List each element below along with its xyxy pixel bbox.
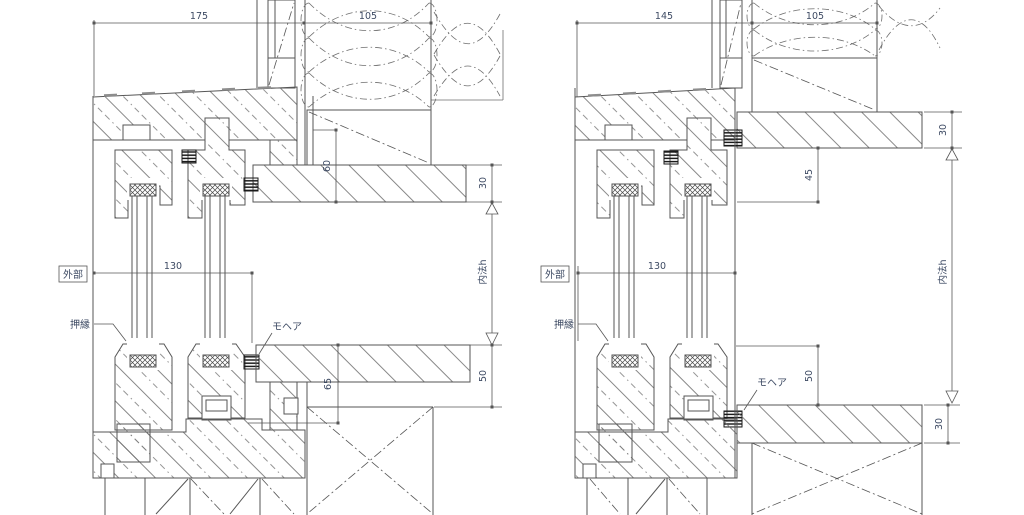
right-detail xyxy=(540,0,962,515)
sill-board-left xyxy=(255,344,471,383)
dim-sill-right: 50 xyxy=(804,370,815,382)
labels-left xyxy=(58,265,273,355)
dim-head-right: 45 xyxy=(804,169,815,181)
exterior-box-right xyxy=(540,265,570,283)
dim-wall-right: 105 xyxy=(806,11,824,22)
mohair-leader-right xyxy=(743,389,758,411)
bead-label-left: 押縁 xyxy=(70,318,90,331)
sill-base-right xyxy=(574,88,738,479)
mohair-leader-left xyxy=(258,332,273,355)
inner-height-label-left: 内法h xyxy=(477,259,489,284)
sill-sash-inner-right xyxy=(669,338,728,421)
labels-right xyxy=(540,265,758,411)
dim-sill-left: 65 xyxy=(323,378,334,390)
mohair-seal-head-center-left xyxy=(181,149,197,164)
mohair-seal-head-right-left xyxy=(243,177,259,192)
mohair-label-left: モヘア xyxy=(272,322,302,333)
studs-below-left xyxy=(104,478,295,515)
sill-sash-inner-left xyxy=(187,338,246,421)
exterior-label-left: 外部 xyxy=(63,268,83,281)
exterior-box-left xyxy=(58,265,88,283)
dim-head-board-right: 30 xyxy=(938,124,949,136)
sill-base-left xyxy=(92,96,306,479)
dim-head-board-left: 30 xyxy=(478,177,489,189)
bead-leader-left xyxy=(94,323,127,342)
dim-wall-left: 105 xyxy=(359,11,377,22)
studs-below-right xyxy=(586,478,708,515)
left-detail xyxy=(58,0,504,515)
x-blocking-right xyxy=(751,442,923,515)
level-mark-down-left xyxy=(485,332,499,346)
insulation-left xyxy=(300,2,504,108)
glazing-right xyxy=(609,178,714,356)
mohair-label-right: モヘア xyxy=(757,378,787,389)
head-board-left xyxy=(252,164,467,203)
dim-sill-board-left: 50 xyxy=(478,370,489,382)
insulation-right xyxy=(746,2,941,57)
dim-glass-right: 130 xyxy=(648,261,666,272)
dimensions-right xyxy=(575,20,962,445)
sill-furring-left xyxy=(269,381,299,431)
sill-board-right xyxy=(736,404,923,444)
dim-total-left: 175 xyxy=(190,11,208,22)
dim-glass-left: 130 xyxy=(164,261,182,272)
dimensions-left xyxy=(92,20,502,425)
mohair-seal-head-center-right xyxy=(663,150,679,165)
sealant-dashes-left xyxy=(103,86,272,97)
head-furring-left xyxy=(269,139,298,166)
head-board-right xyxy=(736,111,923,149)
sill-sash-outer-right xyxy=(596,338,655,431)
nailer-block-left xyxy=(306,0,432,166)
level-mark-up-right xyxy=(945,148,959,161)
level-mark-up-left xyxy=(485,202,499,215)
dim-total-right: 145 xyxy=(655,11,673,22)
exterior-label-right: 外部 xyxy=(545,268,565,281)
level-mark-down-right xyxy=(945,390,959,404)
inner-height-label-right: 内法h xyxy=(937,259,949,284)
mohair-seal-head-right xyxy=(723,129,743,147)
sealant-dashes-right xyxy=(587,88,707,97)
bead-leader-right xyxy=(578,323,609,342)
bead-label-right: 押縁 xyxy=(554,318,574,331)
dim-sill-board-right: 30 xyxy=(934,418,945,430)
glazing-left xyxy=(127,178,232,356)
x-blocking-left xyxy=(306,382,434,515)
sill-sash-outer-left xyxy=(114,338,173,431)
dim-head-left: 60 xyxy=(322,160,333,172)
